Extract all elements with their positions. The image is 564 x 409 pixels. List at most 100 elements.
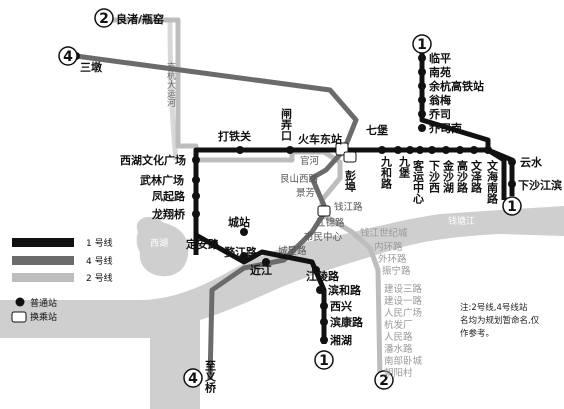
label-jingfang: 景芳 [296, 187, 315, 199]
label-qianjiang-shijicheng: 钱江世纪城 [360, 227, 408, 239]
label-wenhai: 文海南路 [486, 159, 499, 205]
label-wenze: 文泽路 [470, 159, 483, 194]
label-dadaoguan: 打铁关 [218, 129, 251, 143]
label-linping: 临平 [429, 51, 451, 65]
station-dot-binhe [316, 286, 324, 294]
legend-line1-swatch [12, 238, 74, 247]
label-qibao: 七堡 [366, 123, 388, 137]
line2-route [104, 17, 383, 381]
line1-north-badge-ring [412, 34, 432, 54]
label-jiangjin: 江锦路 [316, 217, 345, 229]
station-dot-binkang [320, 318, 328, 326]
label-jianglingl: 江陵路 [306, 269, 340, 283]
label-binhe: 滨和路 [328, 283, 362, 297]
station-dot-jianglingl [312, 266, 320, 274]
station-dot-jiubao [406, 146, 414, 154]
label-jinsha: 金沙湖 [442, 159, 456, 194]
station-dot-xihuwenhua [192, 156, 200, 164]
station-dot-jinsha [442, 146, 450, 154]
note-line2: 名均为规划暂命名,仅 [460, 315, 540, 326]
station-dot-xixing [320, 302, 328, 310]
label-keyun: 客运中心 [412, 159, 426, 205]
legend-normal-label: 普通站 [30, 297, 57, 309]
label-neihuanlu: 内环路 [374, 241, 403, 253]
label-yuhang: 余杭高铁站 [428, 79, 484, 93]
terminal-sandun: 三墩 [80, 60, 103, 74]
station-dot-longxiang [192, 210, 200, 218]
label-waihuanlu: 外环路 [378, 253, 407, 265]
label-xixing: 西兴 [330, 299, 352, 313]
label-qianjiang: 钱江路 [334, 201, 363, 213]
station-dot-zhahongkou [286, 146, 294, 154]
station-dot-dadaoguan [236, 146, 244, 154]
label-jianshe1: 建设一路 [384, 295, 423, 307]
line4-south-badge-ring [183, 368, 203, 388]
terminal-liangzhu: 良渚/瓶窑 [116, 12, 164, 26]
station-dot-wengmei [418, 96, 426, 104]
label-renmin-lu: 人民路 [384, 331, 413, 343]
label-wujiang: 婺江路 [224, 245, 258, 259]
legend-transfer-icon [11, 311, 27, 323]
note-line1: 注:2号线,4号线站 [460, 302, 528, 313]
legend-normal-dot [15, 297, 25, 307]
station-dot-qibao [378, 146, 386, 154]
label-chengxing: 城星路 [278, 245, 307, 257]
line4-west-badge: 4 [63, 49, 73, 65]
station-dot-gaosha [456, 146, 464, 154]
label-dingan: 定安路 [186, 237, 220, 251]
west-lake-label: 西湖 [150, 238, 168, 249]
transfer-station-pengbu [343, 151, 357, 163]
station-dot-chengzhan [240, 228, 248, 236]
label-gaosha: 高沙路 [456, 159, 469, 194]
label-genshan: 艮山西路 [280, 173, 319, 185]
west-lake [136, 217, 189, 277]
grand-canal [167, 21, 179, 161]
legend-line4-swatch [12, 256, 74, 265]
legend-line4-label: 4 号线 [86, 255, 113, 267]
line4-route [75, 53, 359, 381]
station-dot-jinjiang [262, 258, 270, 266]
line1-east-badge: 1 [507, 199, 517, 215]
label-xihuwenhua: 西湖文化广场 [120, 153, 186, 167]
station-dot-xiasha-jiang [508, 180, 516, 188]
line1-north-badge: 1 [417, 37, 427, 53]
label-zhahongkou: 闸弄口 [280, 107, 294, 142]
label-qiaosi: 乔司 [428, 107, 451, 121]
label-jianshe3: 建设三路 [384, 283, 423, 295]
label-renmin-gc: 人民广场 [384, 307, 422, 319]
label-xiaoshan: 潘水路 [384, 343, 413, 355]
label-chaoyang: 朝阳村 [384, 367, 413, 379]
label-xiasha-xi: 下沙西 [428, 160, 441, 194]
terminal-zhiyiqiao: 至义桥 [204, 360, 217, 394]
label-chengzhan: 城站 [228, 215, 250, 229]
station-dot-nanyuan [418, 68, 426, 76]
label-shiminzhongxin: 市民中心 [304, 231, 343, 243]
line1-south-badge-ring [314, 350, 334, 370]
line1-east-badge-ring [502, 196, 522, 216]
label-huochedongzhan: 火车东站 [298, 132, 342, 146]
legend: 1 号线 4 号线 2 号线 普通站 换乘站 [11, 237, 113, 323]
label-jiubao: 九堡 [398, 155, 412, 178]
line4-west-badge-ring [58, 46, 78, 66]
station-dot-yunshui [508, 158, 516, 166]
station-dot-xiasha-xi [428, 146, 436, 154]
transfer-station-qianjiang [317, 205, 331, 217]
label-qiaosinan: 乔司南 [428, 121, 462, 135]
station-dot-keyun [416, 146, 424, 154]
station-dot-linping [418, 54, 426, 62]
label-xianghu: 湘湖 [330, 333, 352, 347]
station-dot-wujiang [240, 252, 248, 260]
legend-line1-label: 1 号线 [86, 237, 113, 249]
station-dot-jiuhe [394, 146, 402, 154]
qiantang-label: 钱塘江 [448, 215, 475, 227]
label-fengqi: 凤起路 [152, 189, 186, 203]
label-nanyuan: 南苑 [429, 65, 451, 79]
station-dot-yuhang [418, 82, 426, 90]
legend-transfer-label: 换乘站 [30, 311, 57, 323]
line-badges: 2 4 1 1 1 4 2 [58, 8, 522, 390]
line1-south-branch [194, 232, 327, 344]
line2-south-badge-ring [374, 370, 394, 390]
label-xiasha-jiang: 下沙江滨 [518, 178, 562, 192]
transfer-stations [317, 142, 357, 217]
